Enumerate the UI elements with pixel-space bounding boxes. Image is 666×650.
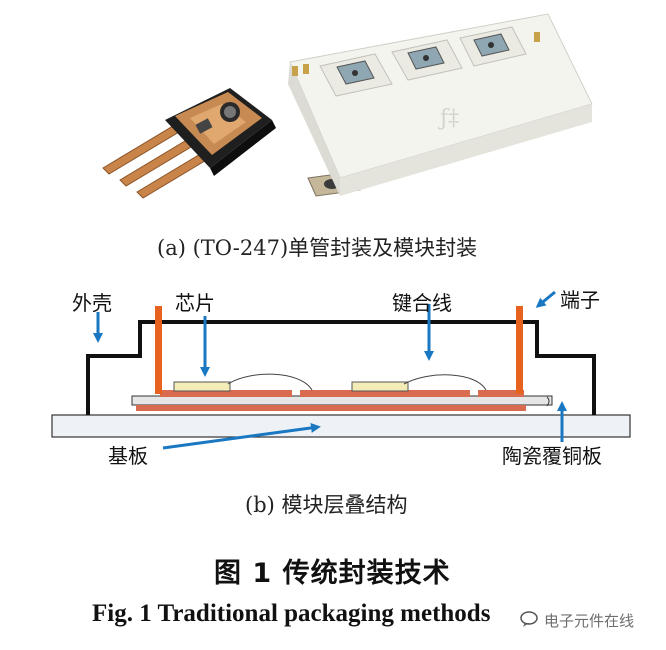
shell-label: 外壳 <box>72 291 112 315</box>
figure-b-caption: (b) 模块层叠结构 <box>245 493 408 517</box>
terminal-right <box>516 306 523 394</box>
bottom-copper-layer <box>136 405 526 411</box>
layer-structure-diagram <box>51 290 631 450</box>
terminal-label: 端子 <box>560 288 600 312</box>
bond-wire-label: 键合线 <box>392 291 452 315</box>
chip-2 <box>351 381 409 392</box>
copper-pad-2 <box>300 390 470 397</box>
chip-label: 芯片 <box>175 291 215 315</box>
ceramic-layer <box>131 395 553 406</box>
watermark-text: 电子元件在线 <box>544 612 635 630</box>
dbc-label: 陶瓷覆铜板 <box>502 444 602 468</box>
substrate-label: 基板 <box>108 444 148 468</box>
baseplate <box>51 414 631 438</box>
to247-package-illustration <box>102 88 276 199</box>
terminal-arrow <box>535 290 556 308</box>
bond-wire-2 <box>403 374 487 391</box>
housing-shell <box>86 320 596 415</box>
copper-pad-1 <box>160 390 292 397</box>
igbt-module-illustration: ƒ‡ <box>288 13 593 197</box>
photo-packages: ƒ‡ <box>102 13 593 199</box>
chip-1 <box>173 381 231 392</box>
substrate-arrow <box>162 422 321 450</box>
figure-a-caption: (a) (TO-247)单管封装及模块封装 <box>157 236 478 260</box>
terminal-left <box>155 306 162 394</box>
svg-text:ƒ‡: ƒ‡ <box>437 106 459 131</box>
copper-pad-3 <box>478 390 524 397</box>
bond-wire-1 <box>227 373 313 391</box>
title-chinese: 图 1 传统封装技术 <box>214 558 451 589</box>
title-english: Fig. 1 Traditional packaging methods <box>92 600 491 627</box>
chat-bubble-icon <box>520 610 540 628</box>
